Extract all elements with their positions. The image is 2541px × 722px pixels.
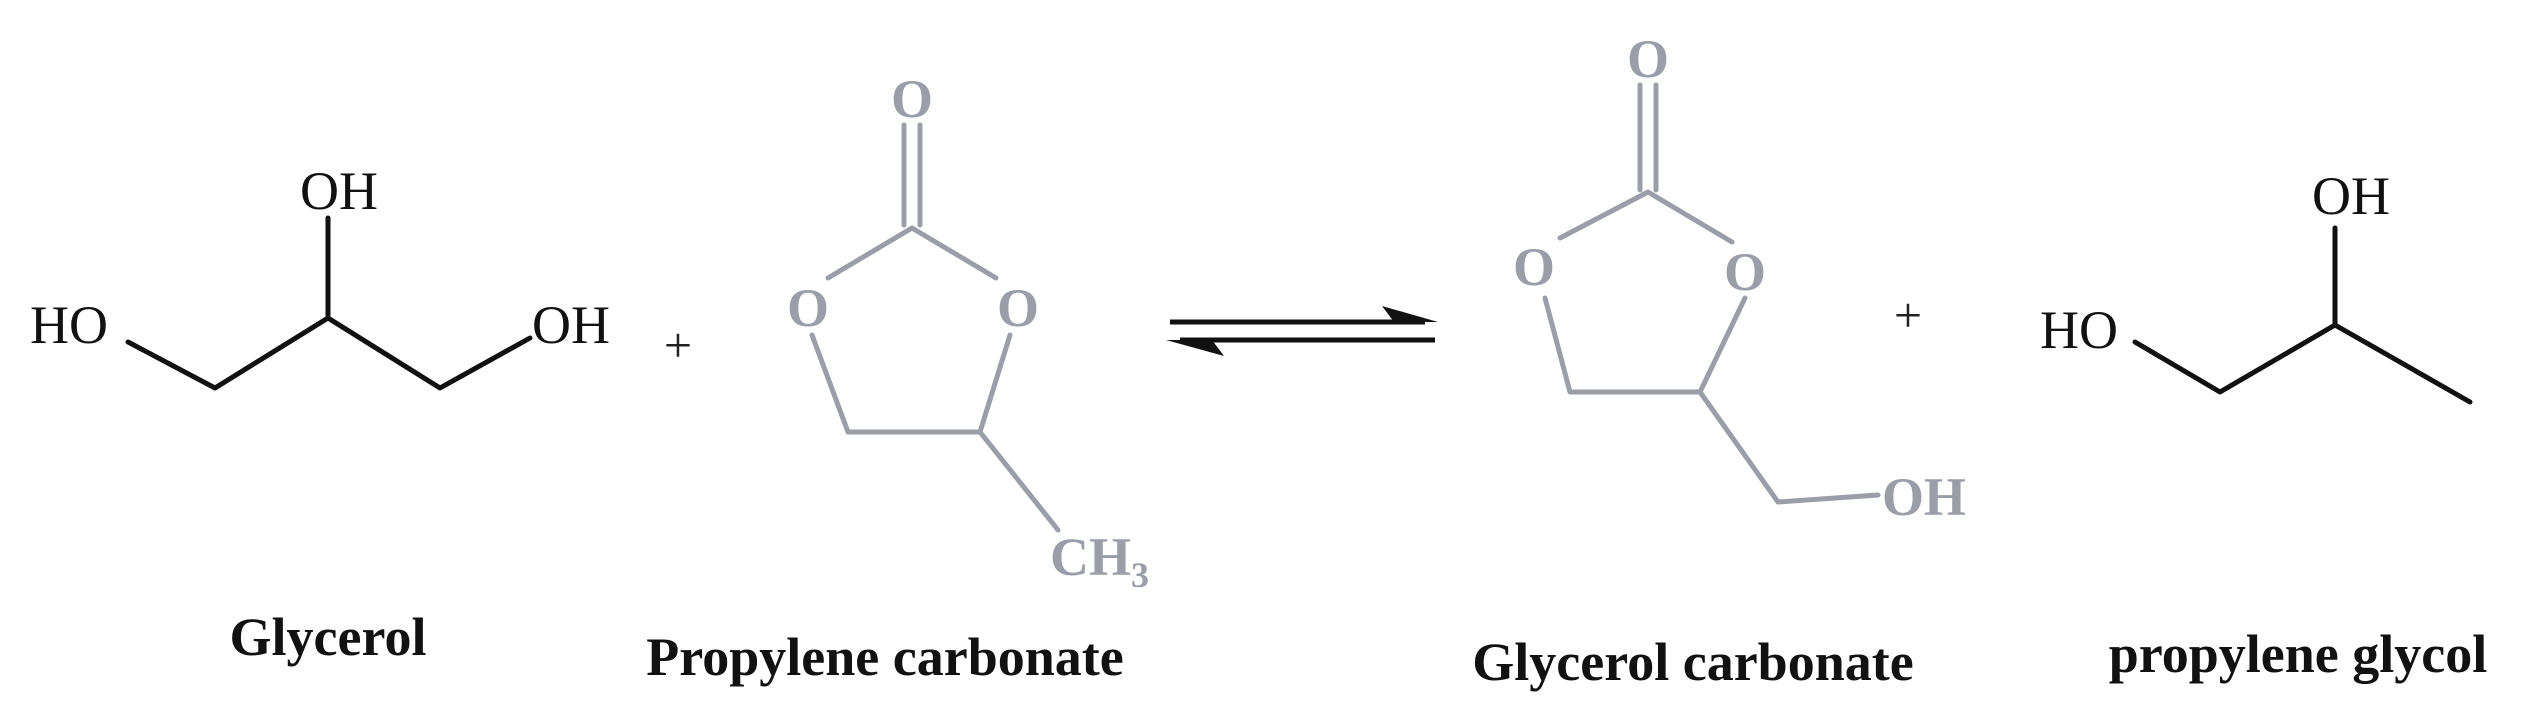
plus-sign-2: + — [1894, 287, 1922, 343]
pc-o-carbonyl: O — [891, 69, 933, 129]
glycerol-structure: HO OH OH — [30, 161, 610, 391]
pg-backbone — [2132, 322, 2473, 405]
propylene-carbonate-structure: O O O CH3 — [787, 69, 1149, 595]
glycerol-oh-right: OH — [532, 295, 610, 355]
pc-methyl: CH3 — [1050, 527, 1149, 595]
pc-methyl-bond — [977, 429, 1061, 533]
glycerol-carbonate-name: Glycerol carbonate — [1472, 632, 1913, 692]
gc-o-ring-right: O — [1724, 242, 1766, 302]
propylene-glycol-name: propylene glycol — [2109, 624, 2488, 684]
equilibrium-arrows — [1166, 306, 1438, 356]
pg-oh-top: OH — [2312, 166, 2390, 226]
glycerol-carbonate-structure: O O O OH — [1513, 29, 1966, 527]
pc-methyl-subscript: 3 — [1131, 555, 1149, 595]
gc-o-carbonyl: O — [1627, 29, 1669, 89]
glycerol-ho-left: HO — [30, 295, 108, 355]
glycerol-name: Glycerol — [230, 607, 427, 667]
pc-o-ring-right: O — [997, 278, 1039, 338]
pc-o-ring-left: O — [787, 278, 829, 338]
plus-sign-1: + — [664, 317, 692, 373]
pc-methyl-ch: CH — [1050, 527, 1131, 587]
pg-ho-left: HO — [2040, 300, 2118, 360]
gc-o-ring-left: O — [1513, 237, 1555, 297]
reverse-arrow-head — [1166, 340, 1224, 356]
glycerol-oh-top: OH — [300, 161, 378, 221]
glycerol-backbone — [125, 315, 533, 391]
forward-arrow-head — [1382, 306, 1438, 322]
gc-oh: OH — [1882, 467, 1966, 527]
pc-ring — [825, 225, 999, 281]
pc-ring-lower — [809, 332, 1013, 435]
gc-ring — [1557, 189, 1735, 245]
gc-ch2oh-bond — [1697, 389, 1881, 505]
propylene-carbonate-name: Propylene carbonate — [646, 627, 1123, 687]
gc-ring-lower — [1542, 295, 1748, 395]
propylene-glycol-structure: HO OH — [2040, 166, 2473, 405]
